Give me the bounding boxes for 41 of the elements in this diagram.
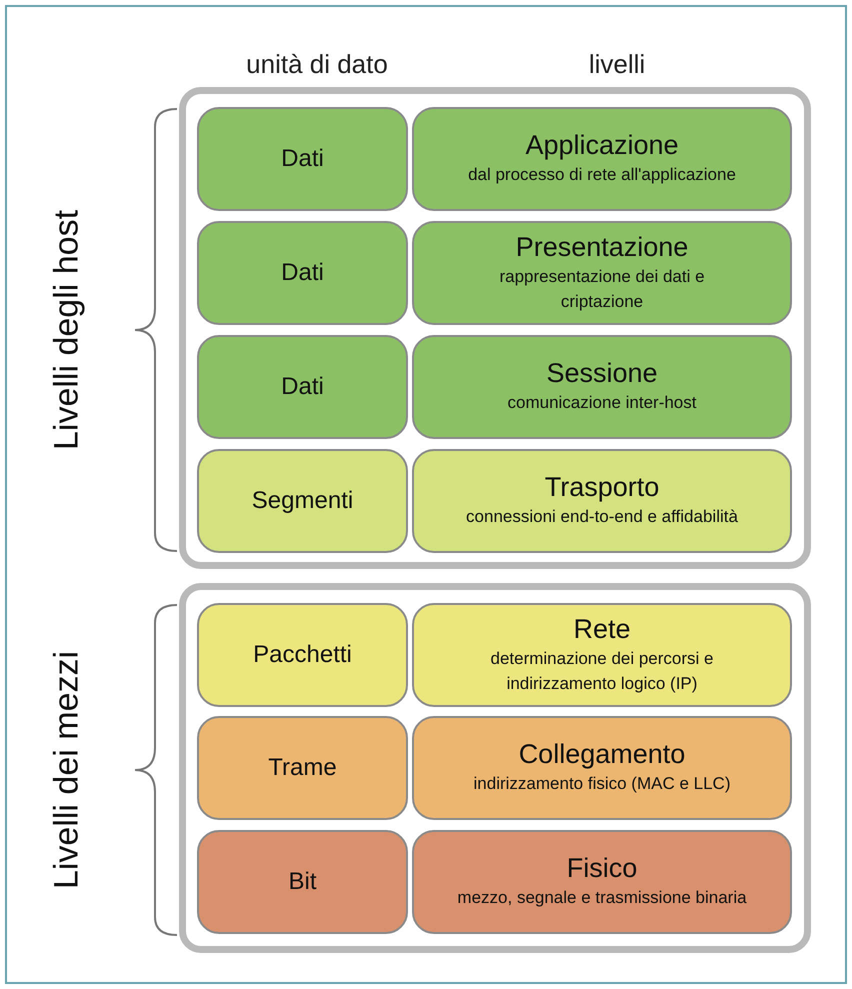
data-unit-box (197, 603, 408, 707)
layer-name: Sessione (546, 358, 658, 390)
group-label: Livelli dei mezzi (48, 650, 86, 890)
data-unit-box (197, 449, 408, 553)
layer-name: Collegamento (518, 739, 686, 770)
layer-description: connessioni end-to-end e affidabilità (466, 506, 738, 528)
layer-name: Rete (573, 614, 631, 645)
layer-group-panel (179, 583, 811, 953)
data-unit-box (197, 716, 408, 820)
layer-name: Fisico (566, 853, 638, 884)
layer-box (412, 449, 792, 553)
layer-group-panel (179, 87, 811, 569)
layer-name: Presentazione (516, 232, 688, 263)
layer-box (412, 716, 792, 820)
data-unit-name: Dati (281, 373, 324, 401)
layer-box (412, 221, 792, 325)
data-unit-name: Trame (268, 754, 337, 782)
data-unit-box (197, 335, 408, 439)
layer-box (412, 830, 792, 934)
layer-description: dal processo di rete all'applicazione (468, 164, 736, 186)
layer-description: rappresentazione dei dati e criptazione (498, 266, 706, 313)
data-unit-name: Segmenti (252, 487, 354, 515)
data-unit-box (197, 830, 408, 934)
column-heading: livelli (588, 49, 646, 80)
data-unit-name: Bit (288, 868, 316, 896)
column-heading: unità di dato (245, 49, 389, 80)
group-label: Livelli degli host (48, 210, 86, 450)
data-unit-name: Dati (281, 259, 324, 287)
data-unit-box (197, 107, 408, 211)
layer-description: mezzo, segnale e trasmissione binaria (457, 887, 747, 910)
layer-box (412, 335, 792, 439)
layer-name: Applicazione (525, 130, 679, 162)
data-unit-name: Dati (281, 145, 324, 173)
layer-description: determinazione dei percorsi e indirizzamento logico (IP) (489, 648, 714, 695)
layer-box (412, 107, 792, 211)
layer-name: Trasporto (544, 472, 660, 504)
data-unit-box (197, 221, 408, 325)
layer-description: comunicazione inter-host (508, 392, 696, 414)
data-unit-name: Pacchetti (253, 641, 352, 669)
layer-box (412, 603, 792, 707)
layer-description: indirizzamento fisico (MAC e LLC) (474, 773, 730, 796)
